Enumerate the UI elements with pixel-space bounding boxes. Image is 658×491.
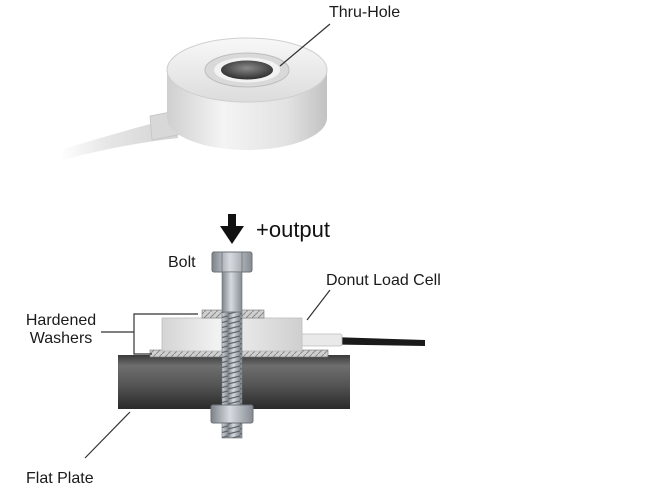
label-donut-load-cell: Donut Load Cell — [326, 272, 441, 289]
label-bolt: Bolt — [168, 254, 196, 271]
cell-cable — [60, 118, 178, 160]
label-output: +output — [256, 217, 331, 242]
label-thru-hole: Thru-Hole — [329, 4, 401, 21]
cable-strain-relief-2 — [299, 333, 343, 347]
label-hardened-washers-line2: Washers — [29, 330, 93, 347]
load-arrow — [220, 214, 244, 244]
donut-load-cell-leader — [306, 289, 331, 321]
donut-load-cell-3d — [60, 37, 328, 160]
thru-hole — [221, 60, 273, 80]
hardened-washers-bracket — [133, 313, 198, 355]
nut — [210, 404, 254, 424]
thru-hole-leader — [279, 23, 331, 67]
label-hardened-washers-line1: Hardened — [25, 312, 97, 329]
flat-plate-leader — [84, 411, 131, 459]
label-flat-plate: Flat Plate — [26, 470, 94, 487]
label-hardened-washers: Hardened Washers — [16, 312, 106, 348]
